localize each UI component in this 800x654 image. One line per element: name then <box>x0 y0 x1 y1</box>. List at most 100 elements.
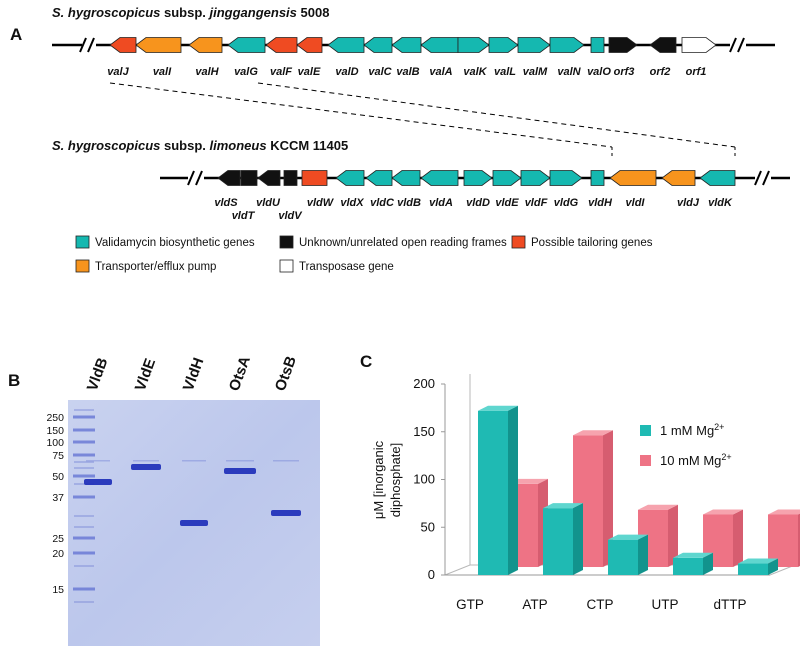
ladder-band-50 <box>73 474 95 478</box>
bar-1mM-ATP <box>543 503 583 575</box>
gel-band-OtsB <box>271 510 301 516</box>
row2-gene-label-vldX: vldX <box>340 197 364 209</box>
row1-gene-valN <box>549 37 585 53</box>
ladder-band-150 <box>73 428 95 432</box>
ladder-minor-band-4 <box>74 515 94 517</box>
ladder-label-15: 15 <box>52 584 64 596</box>
bar-1mM-GTP-front <box>478 410 508 575</box>
row1-gene-orf1 <box>681 37 717 53</box>
row1-gene-label-valO: valO <box>587 66 611 78</box>
chart-legend-swatch-0 <box>640 425 651 436</box>
bar-1mM-CTP-front <box>608 539 638 575</box>
ladder-minor-band-1 <box>74 461 94 463</box>
gel-lane-label-VldE: VldE <box>132 356 159 393</box>
row2-gene-vldT <box>240 170 258 186</box>
row1-gene-valG <box>227 37 266 53</box>
row2-gene-label-vldJ: vldJ <box>677 197 700 209</box>
row2-gene-label-vldV: vldV <box>278 210 303 222</box>
panel-a-label: A <box>10 25 22 44</box>
row2-gene-vldS <box>217 170 241 186</box>
bar-1mM-UTP-front <box>673 557 703 575</box>
bar-1mM-GTP-side <box>508 405 518 575</box>
legend-label-transposase: Transposase gene <box>299 261 394 273</box>
row2-gene-vldE <box>492 170 522 186</box>
ladder-band-20 <box>73 551 95 555</box>
chart-legend-swatch-1 <box>640 455 651 466</box>
cluster-row2-genes <box>217 170 736 186</box>
bar-1mM-CTP-side <box>638 534 648 575</box>
row2-gene-label-vldA: vldA <box>429 197 453 209</box>
ladder-label-250: 250 <box>46 412 64 424</box>
break-mark-row1-left <box>79 37 95 53</box>
legend-swatch-tailoring <box>511 235 526 249</box>
bar-1mM-ATP-front <box>543 508 573 575</box>
row1-gene-valF <box>265 37 298 53</box>
chart-ytick-label-100: 100 <box>413 472 435 487</box>
ladder-label-25: 25 <box>52 533 64 545</box>
row1-gene-label-valN: valN <box>557 66 581 78</box>
strain1-mid: subsp. <box>160 5 209 20</box>
chart-legend-sup-1: 2+ <box>721 452 731 462</box>
row2-gene-label-vldU: vldU <box>256 197 281 209</box>
ladder-band-250 <box>73 415 95 419</box>
bar-10mM-CTP-side <box>668 504 678 567</box>
row1-gene-label-valK: valK <box>463 66 487 78</box>
ladder-label-37: 37 <box>52 492 64 504</box>
row1-gene-valL <box>488 37 519 53</box>
bar-1mM-UTP-top <box>673 552 713 558</box>
gel-band-VldH <box>180 520 208 526</box>
gel-lane-label-VldB: VldB <box>84 355 112 393</box>
chart-xlabel-dTTP: dTTP <box>713 597 746 612</box>
row2-gene-label-vldE: vldE <box>495 197 519 209</box>
legend-swatch-transposase <box>279 259 294 273</box>
break-mark-row2-right <box>754 170 770 186</box>
bar-10mM-dTTP-front <box>768 514 798 567</box>
bar-1mM-ATP-side <box>573 503 583 575</box>
row2-gene-label-vldB: vldB <box>397 197 421 209</box>
legend-label-validamycin: Validamycin biosynthetic genes <box>95 237 255 249</box>
gel-ladder-bands <box>73 409 95 603</box>
row1-gene-valI <box>135 37 182 53</box>
ladder-band-25 <box>73 536 95 540</box>
chart-ylabel-line-1: diphosphate] <box>388 443 403 517</box>
gel-faint-band-OtsA <box>226 460 254 462</box>
row1-gene-valJ <box>109 37 137 53</box>
bar-10mM-UTP-top <box>703 509 743 515</box>
row2-gene-vldC <box>365 170 393 186</box>
row1-gene-valM <box>517 37 551 53</box>
gel-protein-bands <box>84 460 301 526</box>
ladder-minor-band-3 <box>74 483 94 485</box>
legend-label-transporter: Transporter/efflux pump <box>95 261 216 273</box>
row1-gene-orf2 <box>649 37 677 53</box>
row2-gene-vldA <box>420 170 459 186</box>
bar-1mM-GTP <box>478 405 518 575</box>
row2-gene-label-vldG: vldG <box>554 197 579 209</box>
row1-gene-label-valC: valC <box>368 66 392 78</box>
ladder-minor-band-7 <box>74 601 94 603</box>
row1-gene-label-valH: valH <box>195 66 219 78</box>
chart-xlabel-ATP: ATP <box>522 597 547 612</box>
row2-gene-vldX <box>335 170 365 186</box>
row1-gene-valB <box>391 37 422 53</box>
gel-faint-band-VldB <box>86 460 110 462</box>
row1-gene-label-valD: valD <box>335 66 358 78</box>
bar-10mM-ATP-side <box>603 430 613 567</box>
gel-band-VldB <box>84 479 112 485</box>
gel-faint-band-VldE <box>133 460 159 462</box>
row2-gene-label-vldT: vldT <box>232 210 256 222</box>
row2-gene-label-vldF: vldF <box>525 197 548 209</box>
gel-faint-band-VldH <box>182 460 206 462</box>
gel-faint-band-OtsB <box>273 460 299 462</box>
chart-ytick-label-200: 200 <box>413 376 435 391</box>
strain2-mid: subsp. <box>160 138 209 153</box>
bar-1mM-ATP-top <box>543 503 583 509</box>
chart-xlabel-UTP: UTP <box>652 597 679 612</box>
gel-lane-label-OtsB: OtsB <box>272 354 300 394</box>
row1-gene-label-orf1: orf1 <box>686 66 707 78</box>
